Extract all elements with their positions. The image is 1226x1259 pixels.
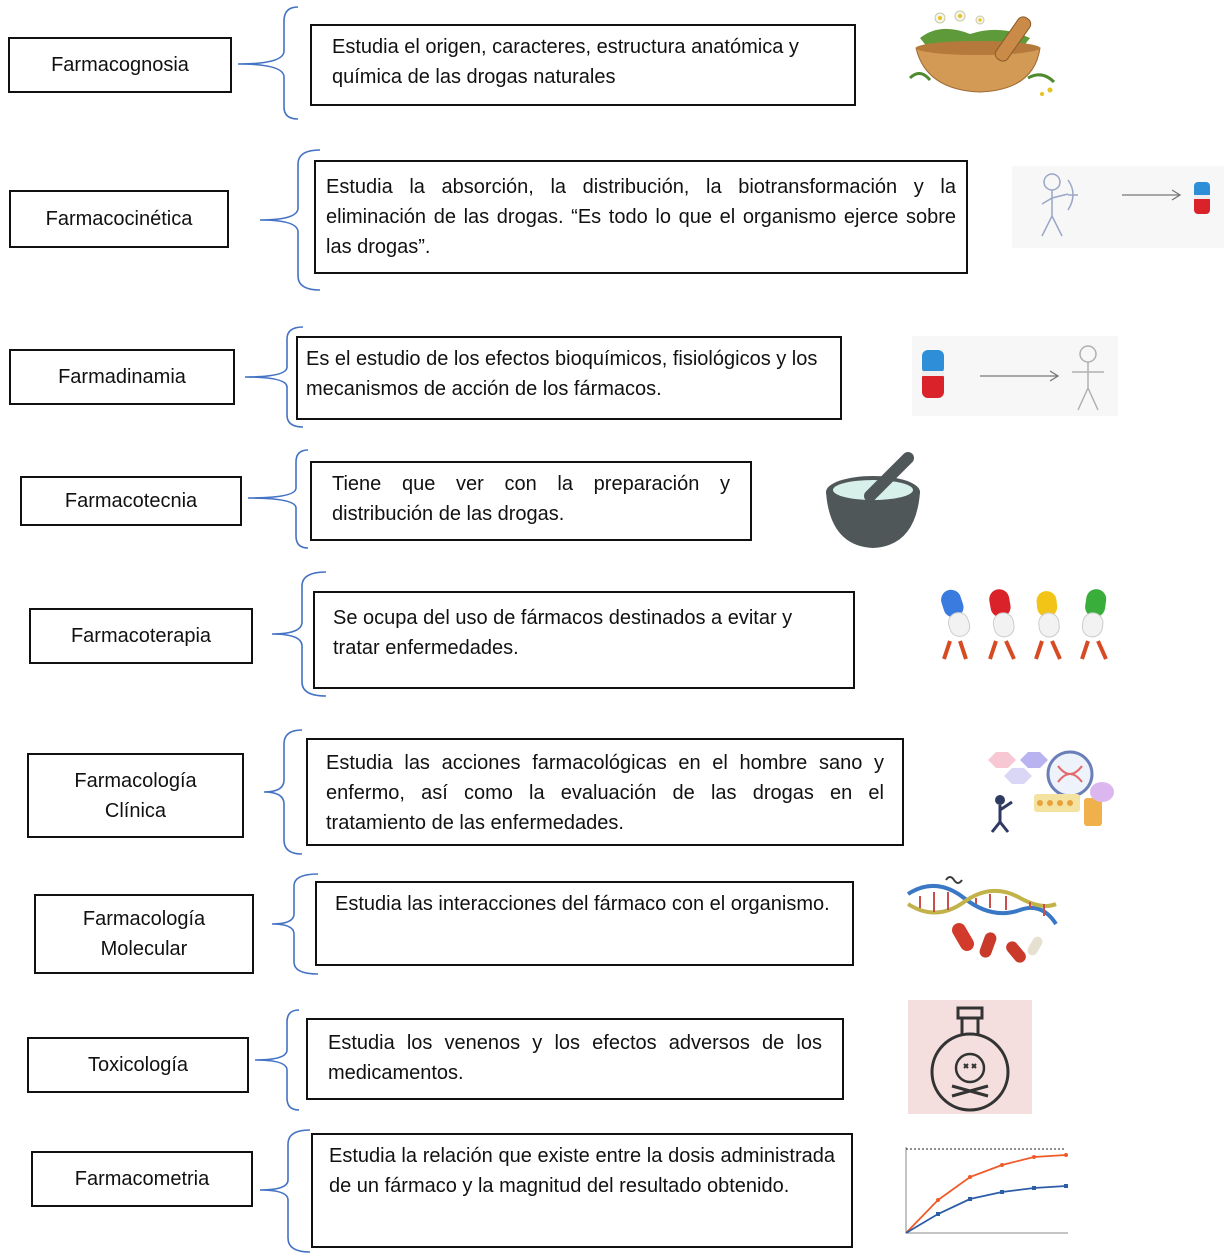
- term-box: Farmacometria: [31, 1151, 253, 1207]
- description-text: Estudia los venenos y los efectos advers…: [328, 1032, 822, 1084]
- term-box: Farmadinamia: [9, 349, 235, 405]
- term-box: Farmacoterapia: [29, 608, 253, 664]
- term-box: Farmacognosia: [8, 37, 232, 93]
- description-box: Se ocupa del uso de fármacos destinados …: [313, 591, 855, 689]
- description-text: Estudia las interacciones del fármaco co…: [335, 893, 830, 915]
- brace-icon: [259, 149, 321, 291]
- description-box: Estudia el origen, caracteres, estructur…: [310, 24, 856, 106]
- dose-response-chart-icon: [905, 1147, 1068, 1234]
- term-label: Farmacocinética: [45, 208, 193, 230]
- walking-pills-icon: [941, 589, 1108, 660]
- term-box: Farmacología Molecular: [34, 894, 254, 974]
- description-box: Estudia los venenos y los efectos advers…: [306, 1018, 844, 1100]
- description-box: Estudia las interacciones del fármaco co…: [315, 881, 854, 966]
- term-label: Farmacognosia: [51, 54, 189, 76]
- term-label: Farmadinamia: [58, 366, 186, 388]
- term-label: Farmacoterapia: [70, 625, 212, 647]
- description-text: Es el estudio de los efectos bioquímicos…: [306, 348, 818, 400]
- term-label: Farmacología Clínica: [74, 769, 197, 822]
- brace-icon: [237, 6, 299, 120]
- term-box: Farmacotecnia: [20, 476, 242, 526]
- archer-to-capsule-icon: [1012, 166, 1224, 248]
- term-label: Toxicología: [87, 1054, 189, 1076]
- brace-icon: [263, 729, 303, 855]
- brace-icon: [259, 1129, 311, 1253]
- description-text: Estudia la relación que existe entre la …: [329, 1145, 835, 1197]
- description-text: Se ocupa del uso de fármacos destinados …: [333, 607, 793, 659]
- clinical-research-icon: [988, 750, 1114, 833]
- description-box: Estudia las acciones farmacológicas en e…: [306, 738, 904, 846]
- description-box: Estudia la absorción, la distribución, l…: [314, 160, 968, 274]
- brace-icon: [244, 326, 304, 428]
- description-box: Tiene que ver con la preparación y distr…: [310, 461, 752, 541]
- poison-bottle-icon: [908, 1000, 1032, 1114]
- description-text: Tiene que ver con la preparación y distr…: [332, 473, 730, 525]
- term-label: Farmacotecnia: [64, 490, 198, 512]
- description-box: Es el estudio de los efectos bioquímicos…: [296, 336, 842, 420]
- brace-icon: [271, 571, 327, 697]
- term-box: Farmacología Clínica: [27, 753, 244, 838]
- description-box: Estudia la relación que existe entre la …: [311, 1133, 853, 1248]
- term-box: Toxicología: [27, 1037, 249, 1093]
- description-text: Estudia las acciones farmacológicas en e…: [326, 752, 884, 834]
- description-text: Estudia el origen, caracteres, estructur…: [332, 36, 799, 88]
- dna-pills-icon: [906, 876, 1058, 963]
- brace-icon: [271, 873, 319, 975]
- term-box: Farmacocinética: [9, 190, 229, 248]
- brace-icon: [254, 1009, 300, 1111]
- herbal-mortar-icon: [908, 10, 1056, 96]
- mortar-pestle-icon: [826, 452, 920, 548]
- capsule-to-person-icon: [912, 336, 1118, 416]
- description-text: Estudia la absorción, la distribución, l…: [326, 176, 956, 258]
- brace-icon: [247, 449, 309, 549]
- term-label: Farmacología Molecular: [82, 908, 206, 960]
- term-label: Farmacometria: [74, 1168, 210, 1190]
